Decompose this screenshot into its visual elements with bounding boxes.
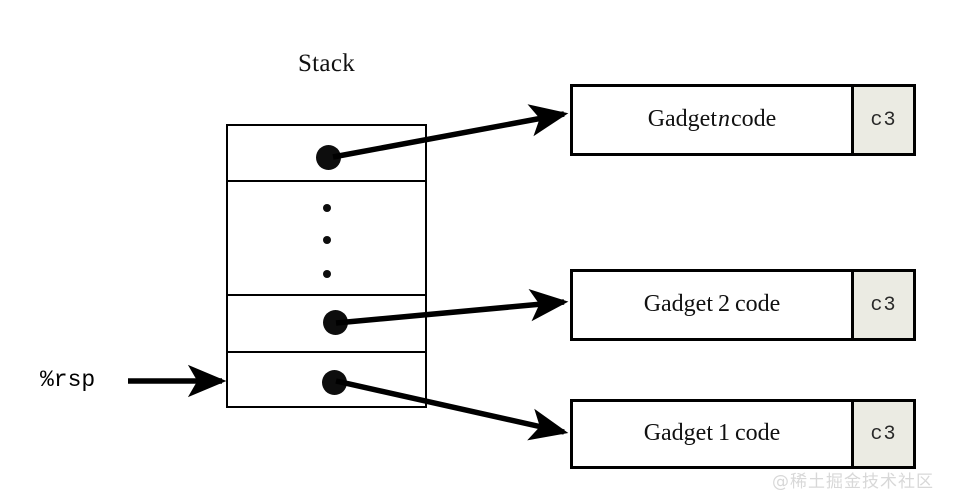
gadget-2-ret-byte: c3 (851, 272, 913, 338)
gadget-2-label-suffix: code (735, 290, 781, 317)
gadget-1-ret-byte: c3 (851, 402, 913, 466)
ellipsis-dot-1 (323, 204, 331, 212)
gadget-n-label: Gadget n code (573, 87, 851, 153)
gadget-1-label-prefix: Gadget (643, 419, 713, 446)
gadget-2-index: 2 (718, 290, 730, 317)
stack-title: Stack (297, 50, 356, 77)
stack-box (226, 124, 427, 408)
stack-cell-gadget-2 (228, 296, 425, 353)
stack-pointer-dot-gadget-2 (323, 310, 348, 335)
stack-cell-elided (228, 182, 425, 296)
stack-pointer-dot-gadget-n (316, 145, 341, 170)
gadget-n-ret-byte: c3 (851, 87, 913, 153)
gadget-n-label-prefix: Gadget (647, 105, 717, 132)
gadget-box-1: Gadget 1 code c3 (570, 399, 916, 469)
gadget-2-label: Gadget 2 code (573, 272, 851, 338)
gadget-1-label: Gadget 1 code (573, 402, 851, 466)
stack-cell-gadget-1 (228, 353, 425, 405)
gadget-n-index: n (718, 105, 730, 132)
stack-pointer-dot-gadget-1 (322, 370, 347, 395)
gadget-1-label-suffix: code (735, 419, 781, 446)
gadget-2-label-prefix: Gadget (643, 290, 713, 317)
gadget-box-n: Gadget n code c3 (570, 84, 916, 156)
ellipsis-dot-3 (323, 270, 331, 278)
gadget-1-index: 1 (718, 419, 730, 446)
watermark: @稀土掘金技术社区 (772, 472, 934, 492)
stack-cell-gadget-n (228, 126, 425, 182)
ellipsis-dot-2 (323, 236, 331, 244)
gadget-n-label-suffix: code (731, 105, 777, 132)
rsp-label: %rsp (40, 367, 96, 393)
gadget-box-2: Gadget 2 code c3 (570, 269, 916, 341)
